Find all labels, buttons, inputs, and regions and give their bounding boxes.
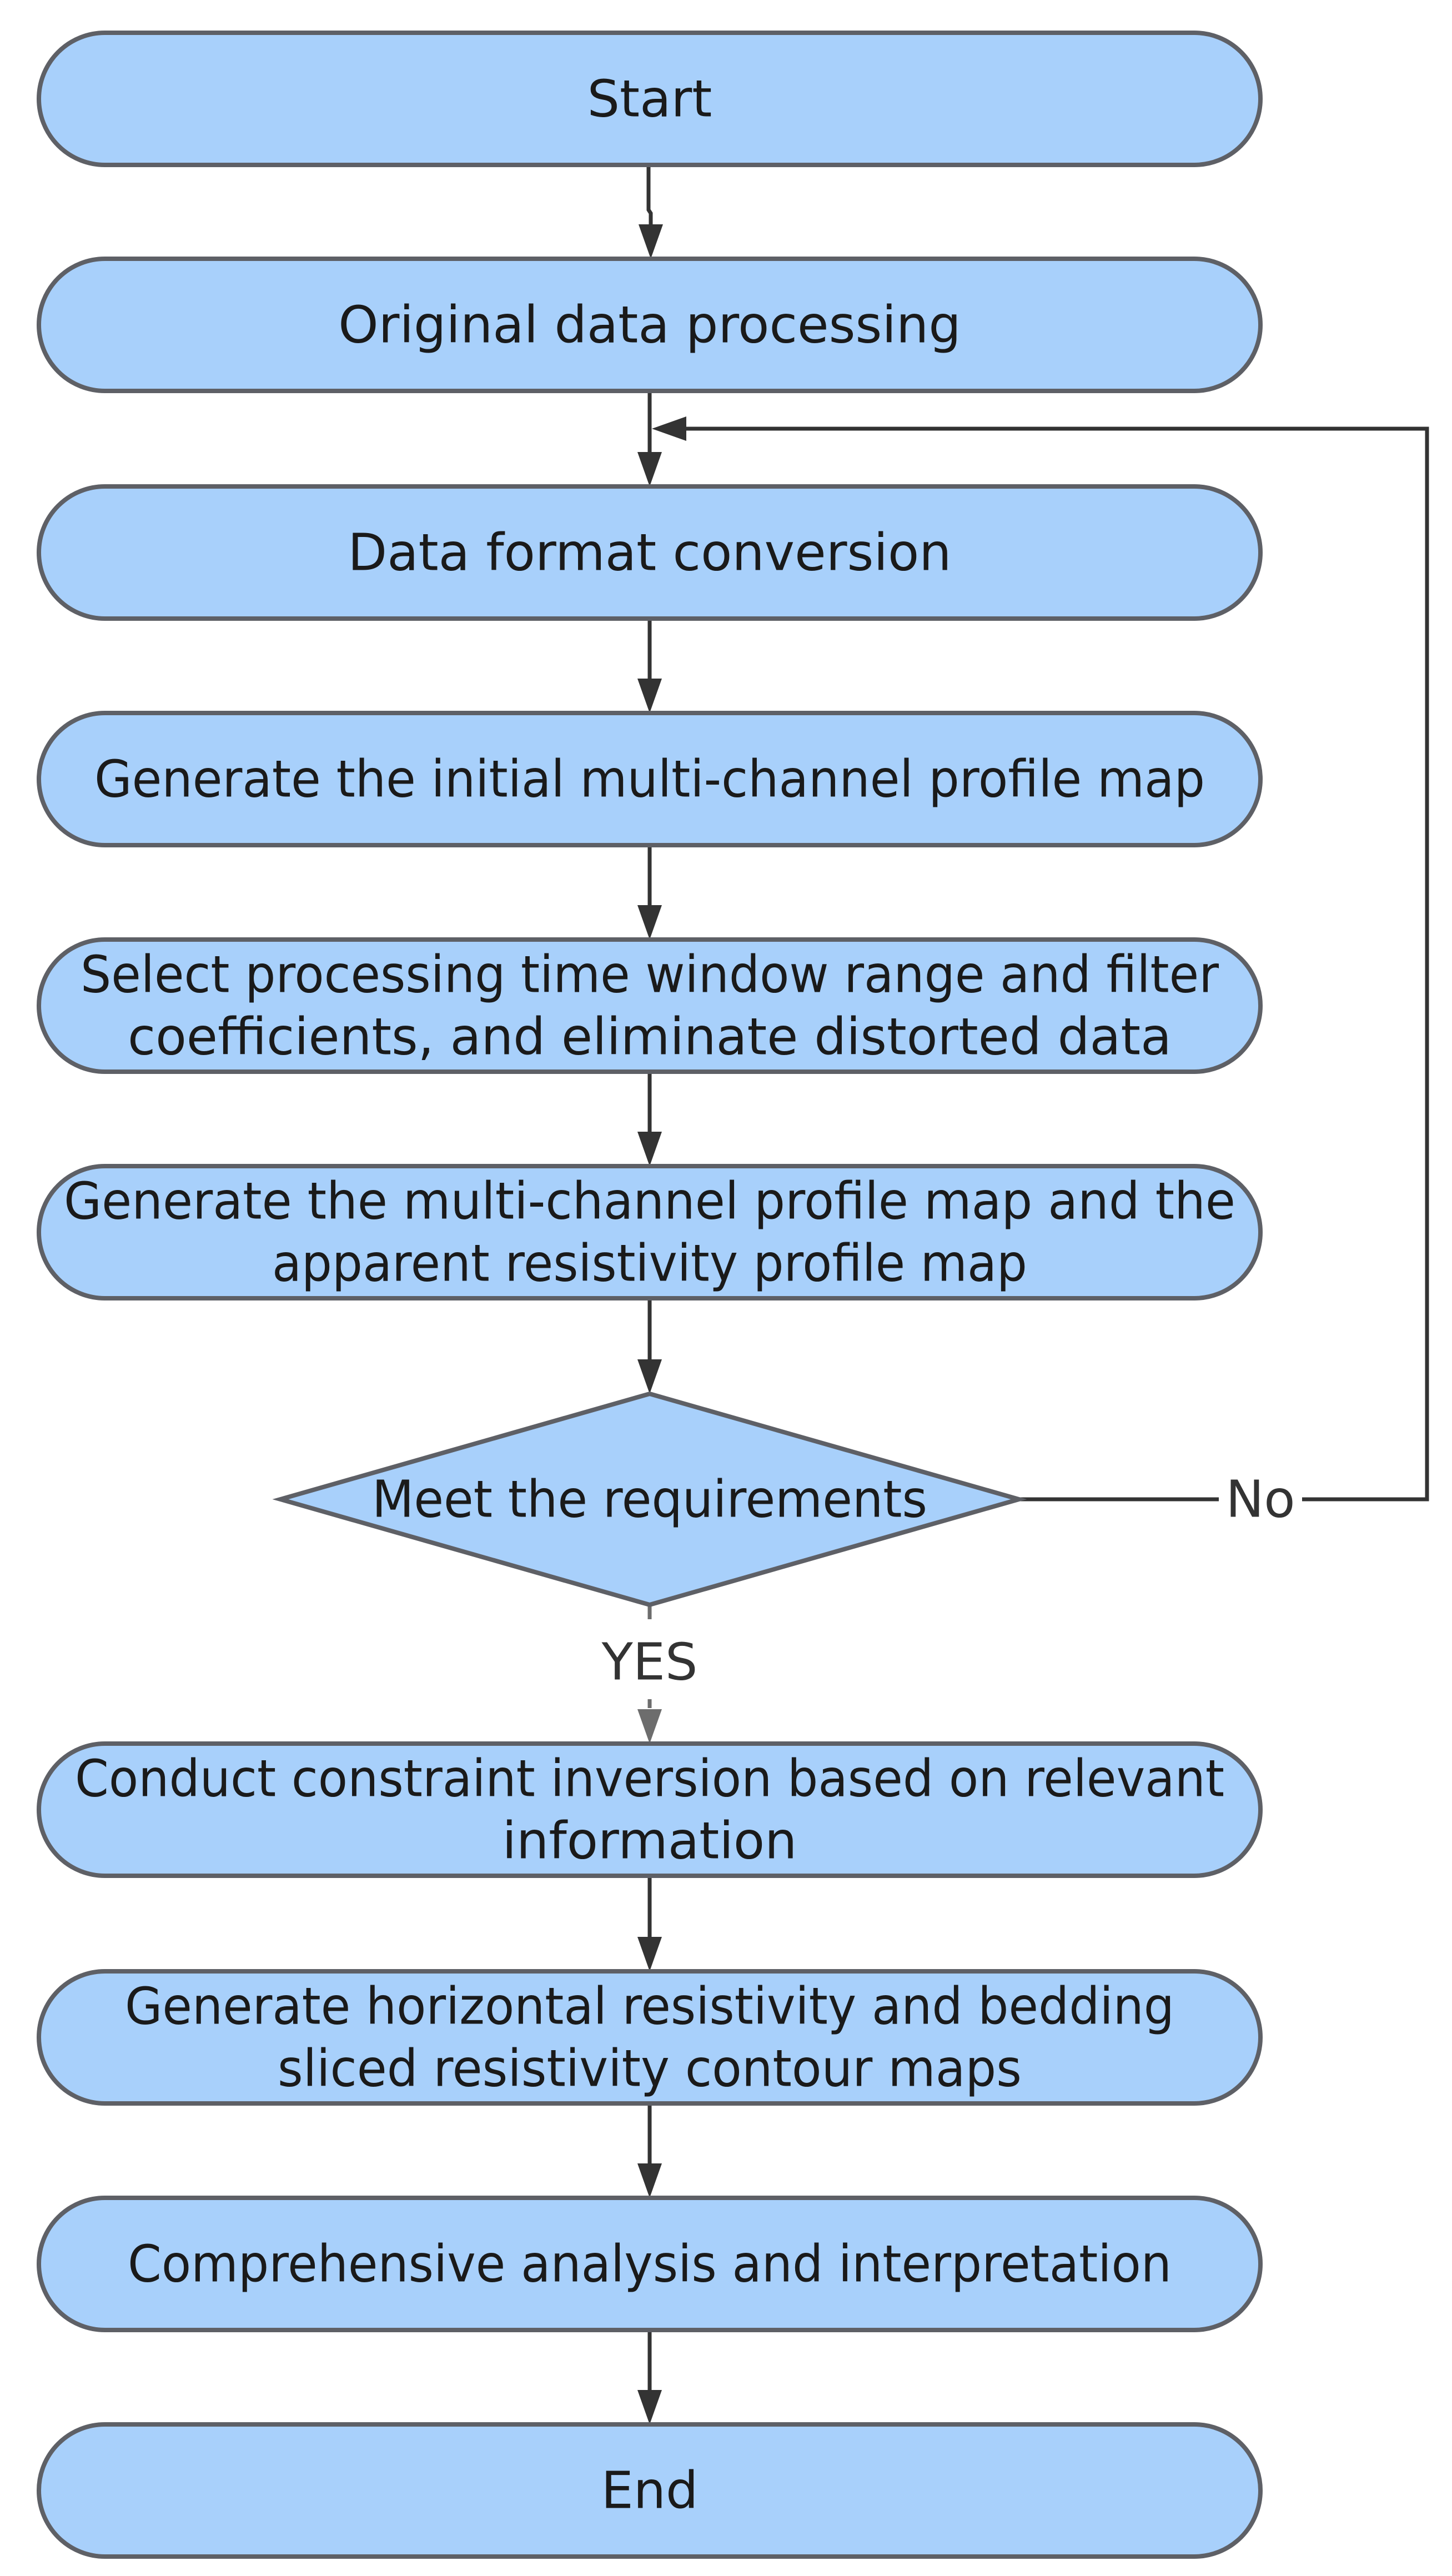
generate-profiles-node-box — [37, 1164, 1263, 1300]
edge-analysis-to-end-arrow — [637, 2390, 662, 2424]
constraint-inversion-node-label-line-1: Conduct constraint inversion based on re… — [75, 1749, 1224, 1809]
edge-format-to-initial-arrow — [637, 679, 662, 713]
decision-node[interactable]: Meet the requirements — [272, 1391, 1027, 1608]
start-node-box — [37, 31, 1263, 167]
generate-profiles-node-label-line-2: apparent resistivity profile map — [272, 1234, 1027, 1293]
horizontal-resistivity-node-label-line-1: Generate horizontal resistivity and bedd… — [125, 1977, 1174, 2036]
edge-decision-no-arrow — [652, 416, 686, 441]
end-node-label: End — [601, 2461, 699, 2520]
initial-profile-node[interactable]: Generate the initial multi-channel profi… — [37, 711, 1263, 847]
edge-select-to-generate-arrow — [637, 1132, 662, 1166]
edge-horizontal-to-analysis-arrow — [637, 2163, 662, 2198]
horizontal-resistivity-node-box — [37, 1969, 1263, 2106]
edge-start-to-original-line — [646, 165, 653, 228]
yes-edge-label: YES — [601, 1633, 698, 1692]
decision-node-diamond — [272, 1391, 1027, 1608]
analysis-node[interactable]: Comprehensive analysis and interpretatio… — [37, 2196, 1263, 2332]
edge-start-to-original-arrow — [639, 224, 663, 259]
original-data-node-label: Original data processing — [338, 295, 961, 355]
analysis-node-box — [37, 2196, 1263, 2332]
initial-profile-node-label: Generate the initial multi-channel profi… — [94, 750, 1205, 809]
horizontal-resistivity-node-label-line-2: sliced resistivity contour maps — [278, 2039, 1022, 2098]
edge-original-to-format-arrow — [637, 452, 662, 486]
constraint-inversion-node-label-line-2: information — [503, 1811, 797, 1871]
original-data-node[interactable]: Original data processing — [37, 257, 1263, 393]
initial-profile-node-box — [37, 711, 1263, 847]
edge-generate-to-decision-arrow — [637, 1359, 662, 1394]
format-conversion-node-label: Data format conversion — [348, 523, 951, 583]
select-window-node[interactable]: Select processing time window range and … — [37, 937, 1263, 1074]
decision-node-label: Meet the requirements — [372, 1470, 927, 1529]
start-node-label: Start — [587, 69, 712, 129]
format-conversion-node[interactable]: Data format conversion — [37, 484, 1263, 621]
select-window-node-box — [37, 937, 1263, 1074]
analysis-node-label: Comprehensive analysis and interpretatio… — [128, 2234, 1172, 2294]
generate-profiles-node-label-line-1: Generate the multi-channel profile map a… — [64, 1172, 1235, 1231]
format-conversion-node-box — [37, 484, 1263, 621]
start-node[interactable]: Start — [37, 31, 1263, 167]
select-window-node-label-line-1: Select processing time window range and … — [81, 945, 1219, 1005]
select-window-node-label-line-2: coefficients, and eliminate distorted da… — [128, 1007, 1172, 1067]
edge-labels: No YES — [589, 1466, 1302, 1699]
edge-decision-yes-arrow — [637, 1709, 662, 1744]
constraint-inversion-node-box — [37, 1741, 1263, 1878]
edges — [637, 165, 1429, 2424]
generate-profiles-node[interactable]: Generate the multi-channel profile map a… — [37, 1164, 1263, 1300]
constraint-inversion-node[interactable]: Conduct constraint inversion based on re… — [37, 1741, 1263, 1878]
edge-initial-to-select-arrow — [637, 905, 662, 940]
horizontal-resistivity-node[interactable]: Generate horizontal resistivity and bedd… — [37, 1969, 1263, 2106]
end-node[interactable]: End — [37, 2422, 1263, 2559]
original-data-node-box — [37, 257, 1263, 393]
no-edge-label: No — [1225, 1470, 1295, 1529]
yes-label-background — [589, 1627, 711, 1699]
edge-inversion-to-horizontal-arrow — [637, 1937, 662, 1971]
no-label-background — [1219, 1466, 1302, 1533]
nodes: Start Original data processing Data form… — [37, 31, 1263, 2559]
end-node-box — [37, 2422, 1263, 2559]
